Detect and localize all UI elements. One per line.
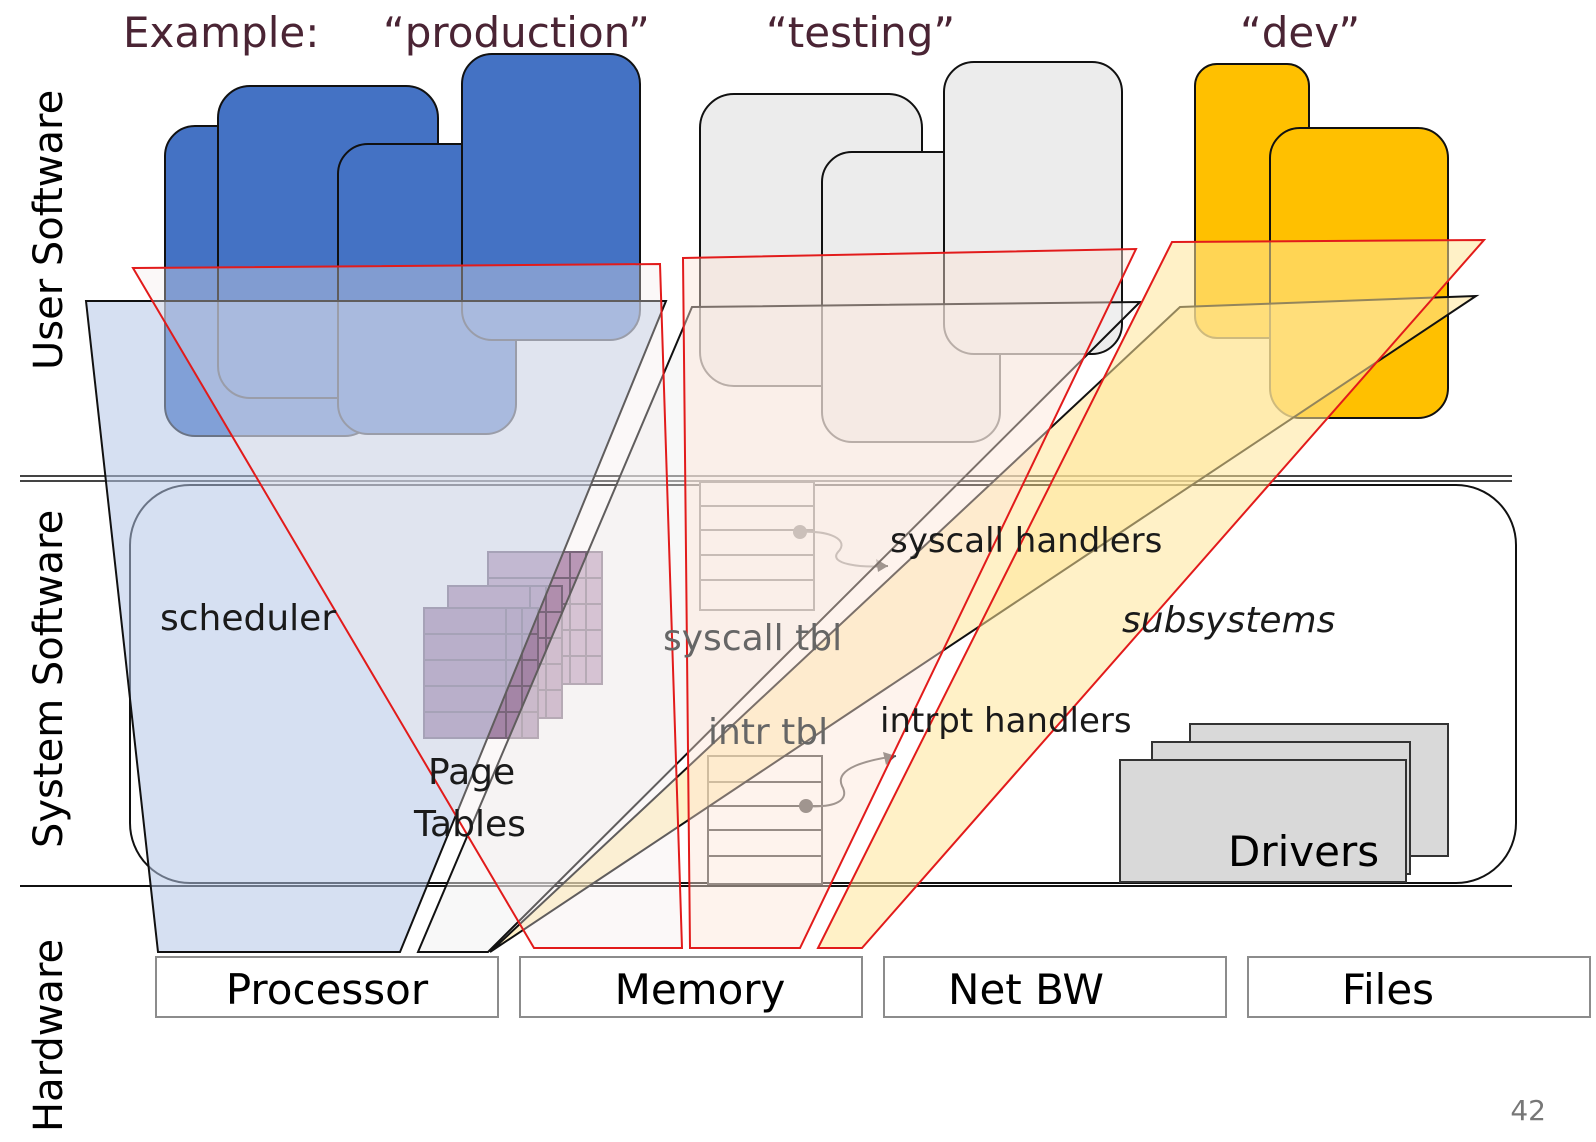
- testing-red-slice: [681, 247, 1138, 949]
- user-software-label: User Software: [26, 90, 72, 370]
- dev-label: “dev”: [1240, 8, 1360, 57]
- subsystems-label: subsystems: [1122, 600, 1335, 641]
- page-tables-label-line1: Page: [428, 752, 515, 793]
- testing-label: “testing”: [766, 8, 955, 57]
- files-box: [1247, 956, 1591, 1018]
- memory-box: [519, 956, 863, 1018]
- syscall-handlers-label: syscall handlers: [890, 521, 1162, 561]
- production-label: “production”: [383, 8, 650, 57]
- dev-red-slice: [816, 238, 1487, 949]
- intr-tbl-label: intr tbl: [708, 712, 828, 753]
- hardware-label: Hardware: [26, 939, 72, 1132]
- syscall-tbl-label: syscall tbl: [663, 618, 842, 659]
- files-label: Files: [1342, 965, 1434, 1014]
- drivers-box: [1119, 759, 1407, 883]
- drivers-stack: [1119, 723, 1449, 883]
- production-red-slice: [131, 262, 684, 949]
- production-black-slice: [84, 300, 668, 953]
- processor-box: [155, 956, 499, 1018]
- processor-label: Processor: [226, 965, 429, 1014]
- scheduler-label: scheduler: [160, 598, 336, 639]
- system-software-label: System Software: [26, 510, 72, 848]
- drivers-label: Drivers: [1228, 827, 1379, 876]
- page-tables-label-line2: Tables: [413, 804, 526, 845]
- net-bw-box: [883, 956, 1227, 1018]
- net-bw-label: Net BW: [948, 965, 1104, 1014]
- testing-black-slice: [416, 300, 1143, 953]
- memory-label: Memory: [615, 965, 786, 1014]
- hardware-row: Processor Memory Net BW Files: [155, 956, 1591, 1018]
- page-number: 42: [1510, 1094, 1546, 1127]
- example-label: Example:: [123, 8, 319, 57]
- intrpt-handlers-label: intrpt handlers: [880, 701, 1132, 741]
